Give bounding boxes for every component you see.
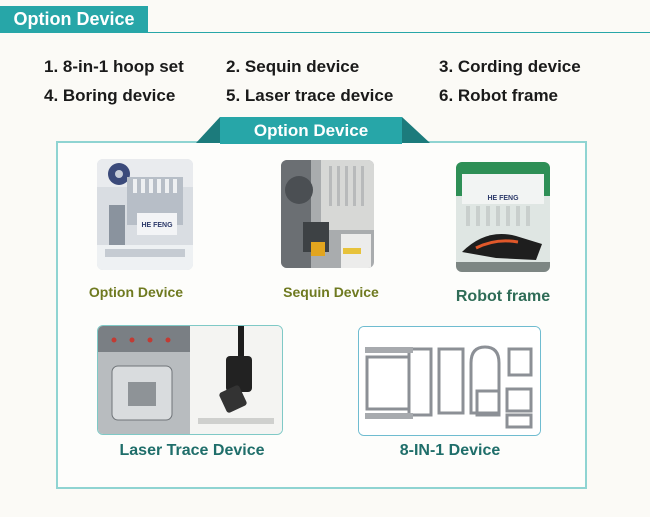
laser-trace-device-photo — [97, 325, 283, 435]
caption-robot-frame: Robot frame — [455, 288, 551, 305]
banner-wings — [196, 117, 430, 143]
option-item-robot-frame: 6. Robot frame — [439, 86, 559, 105]
caption-sequin-device: Sequin Device — [283, 284, 379, 300]
section-title: Option Device — [220, 117, 402, 144]
section-title-banner: Option Device — [196, 117, 430, 147]
robot-frame-photo: HE FENG — [456, 162, 550, 272]
option-item-sequin: 2. Sequin device — [226, 57, 360, 76]
header-rule — [0, 32, 650, 33]
header-tab: Option Device — [0, 6, 148, 33]
machine-logo-text: HE FENG — [141, 222, 173, 229]
caption-laser-trace-device: Laser Trace Device — [119, 442, 265, 459]
caption-option-device: Option Device — [88, 284, 184, 300]
option-item-hoop-set: 1. 8-in-1 hoop set — [44, 57, 184, 76]
option-device-photo: HE FENG — [97, 159, 193, 270]
option-item-boring: 4. Boring device — [44, 86, 176, 105]
header-tab-label: Option Device — [13, 9, 135, 29]
sequin-device-photo — [281, 160, 374, 268]
caption-eight-in-one-device: 8-IN-1 Device — [399, 442, 501, 459]
option-list: 1. 8-in-1 hoop set 2. Sequin device 3. C… — [0, 0, 650, 110]
option-item-laser-trace: 5. Laser trace device — [226, 86, 394, 105]
eight-in-one-device-photo — [358, 326, 541, 436]
section-title-label: Option Device — [253, 120, 369, 140]
option-item-cording: 3. Cording device — [439, 57, 581, 76]
robot-logo-text: HE FENG — [487, 195, 519, 202]
